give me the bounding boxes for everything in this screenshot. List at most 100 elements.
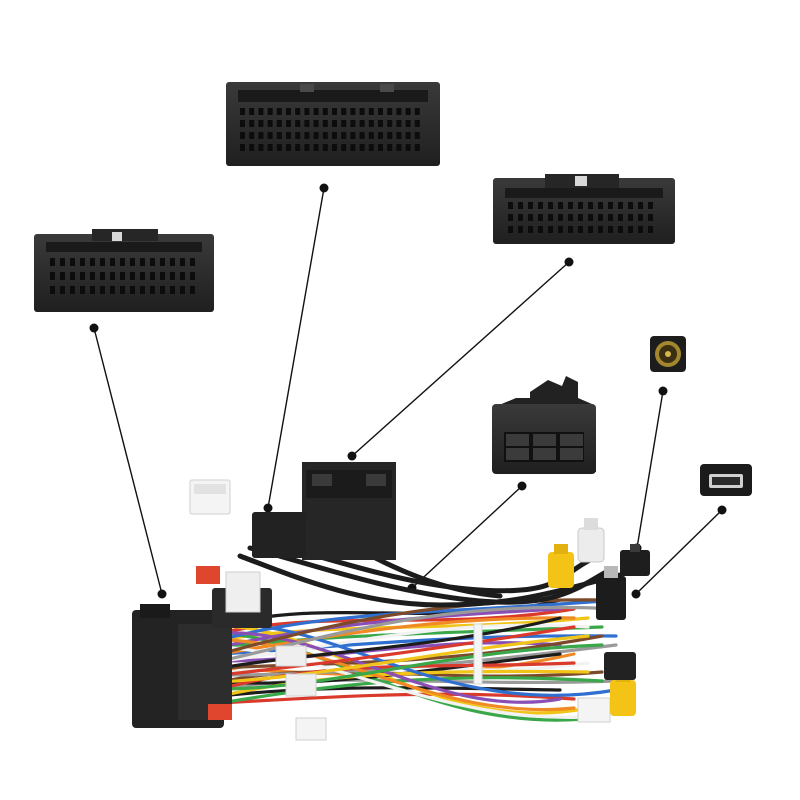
pin-hole: [518, 214, 523, 221]
pin-hole: [80, 272, 85, 280]
pin-hole: [414, 132, 420, 139]
pin-hole: [598, 226, 603, 233]
pin-hole: [508, 226, 513, 233]
rca-plug-white: [577, 518, 605, 563]
pin-hole: [322, 120, 328, 127]
callout-dot: [517, 481, 527, 491]
harness-wire: [218, 692, 576, 705]
pin-hole: [648, 202, 653, 209]
pin-hole: [378, 132, 383, 139]
harness-wire: [218, 616, 576, 656]
pin-hole: [332, 108, 337, 115]
pin-hole: [160, 286, 165, 294]
pin-hole: [414, 144, 420, 151]
pin-hole: [190, 286, 195, 294]
pin-hole: [170, 258, 175, 266]
small-block-connector: [492, 376, 596, 474]
pin-hole: [50, 272, 55, 280]
pin-hole: [638, 202, 643, 209]
red-clip-connector: [196, 566, 232, 720]
pin-hole: [286, 144, 291, 151]
pin-hole: [304, 132, 310, 139]
pin-hole: [267, 120, 273, 127]
pin-hole: [405, 120, 411, 127]
pin-hole: [240, 144, 245, 151]
pin-hole: [322, 144, 328, 151]
pin-hole: [150, 272, 155, 280]
pin-hole: [313, 108, 319, 115]
pin-hole: [258, 144, 264, 151]
pin-hole: [258, 120, 264, 127]
pin-hole: [396, 132, 402, 139]
pin-hole: [304, 108, 310, 115]
pin-hole: [267, 108, 273, 115]
pin-hole: [508, 214, 513, 221]
pin-hole: [528, 226, 533, 233]
pin-hole: [249, 120, 255, 127]
pin-hole: [70, 258, 75, 266]
callout-dot: [157, 589, 167, 599]
pin-hole: [628, 214, 633, 221]
pin-hole: [322, 132, 328, 139]
pin-hole: [387, 108, 393, 115]
cable-tie: [473, 623, 483, 685]
pin-hole: [322, 108, 328, 115]
pin-hole: [588, 202, 593, 209]
harness-wire: [218, 616, 562, 670]
pin-hole: [588, 214, 593, 221]
pin-hole: [608, 202, 613, 209]
mini-usb-port-icon: [700, 464, 752, 496]
pin-hole: [130, 258, 135, 266]
harness-wire: [218, 634, 590, 684]
pin-hole: [578, 214, 583, 221]
pin-hole: [350, 132, 356, 139]
pin-hole: [568, 226, 573, 233]
pin-hole: [276, 108, 282, 115]
wire-label-tags: [225, 571, 317, 697]
usb-plug: [596, 566, 626, 620]
pin-hole: [170, 286, 175, 294]
pin-hole: [628, 202, 633, 209]
pin-hole: [405, 108, 411, 115]
pin-hole: [110, 286, 115, 294]
harness-wire: [218, 641, 562, 663]
pin-hole: [170, 272, 175, 280]
pin-hole: [249, 144, 255, 151]
connector-right: [493, 174, 675, 244]
pin-hole: [332, 132, 337, 139]
callout-dot: [347, 451, 357, 461]
pin-hole: [313, 132, 319, 139]
pin-hole: [618, 214, 623, 221]
pin-hole: [578, 202, 583, 209]
pin-hole: [90, 286, 95, 294]
pin-hole: [180, 258, 185, 266]
pin-hole: [295, 120, 301, 127]
pin-hole: [50, 258, 55, 266]
pin-hole: [405, 144, 411, 151]
pin-hole: [638, 214, 643, 221]
pin-hole: [100, 272, 105, 280]
pin-hole: [558, 202, 563, 209]
pin-hole: [295, 144, 301, 151]
pin-hole: [368, 144, 374, 151]
harness-wire: [218, 625, 576, 677]
pin-hole: [180, 286, 185, 294]
pin-hole: [120, 286, 125, 294]
pin-hole: [518, 202, 523, 209]
harness-wire: [218, 686, 562, 698]
pin-hole: [414, 108, 420, 115]
pin-hole: [267, 132, 273, 139]
pin-hole: [618, 226, 623, 233]
pin-hole: [240, 132, 245, 139]
pin-hole: [70, 286, 75, 294]
pin-hole: [120, 272, 125, 280]
pin-hole: [70, 272, 75, 280]
antenna-fakra-jack-icon: [650, 336, 686, 372]
rca-plug-yellow: [548, 544, 636, 716]
large-connector-top: [226, 82, 440, 166]
pin-hole: [558, 226, 563, 233]
pin-hole: [332, 144, 337, 151]
pin-hole: [90, 272, 95, 280]
pin-hole: [150, 258, 155, 266]
